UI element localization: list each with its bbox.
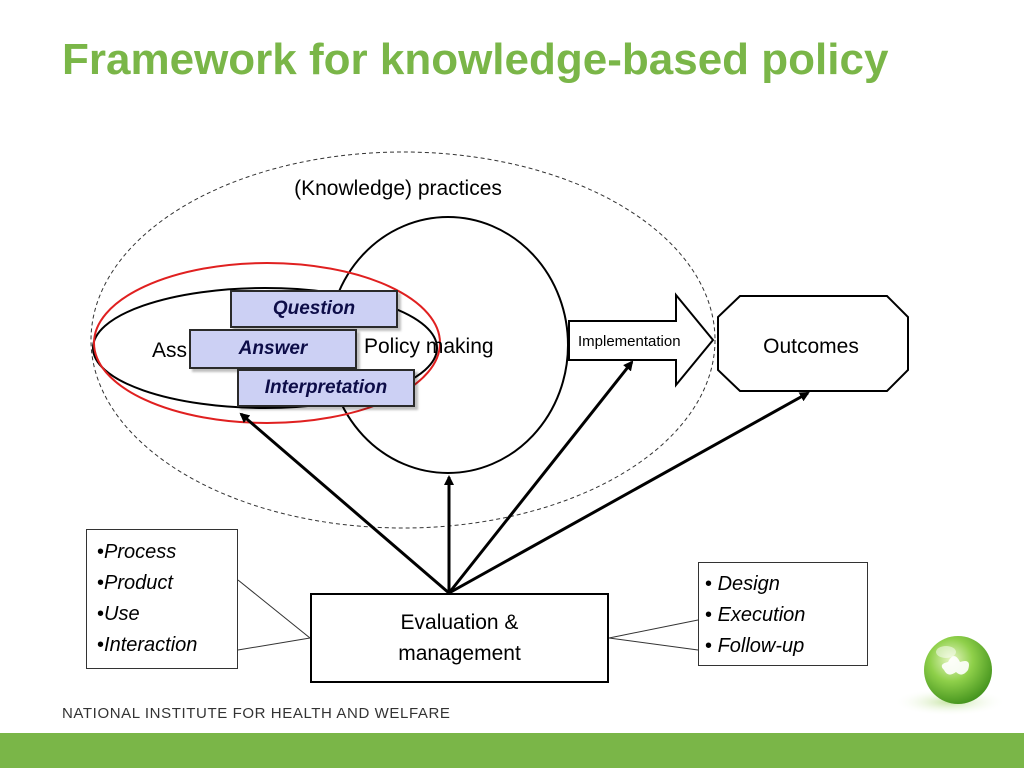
knowledge-practices-ellipse bbox=[90, 151, 716, 529]
arrow-to-outcomes bbox=[448, 391, 810, 595]
right-list-connector-lower bbox=[608, 637, 699, 651]
right-list-connector bbox=[608, 619, 699, 639]
left-list-connector bbox=[237, 579, 311, 639]
list-item: • Design bbox=[705, 573, 780, 595]
evaluation-aspects-list: •Process •Product •Use •Interaction bbox=[86, 529, 238, 669]
policy-making-label: Policy making bbox=[364, 335, 494, 358]
assessment-label: Ass bbox=[152, 339, 187, 362]
implementation-label: Implementation bbox=[578, 333, 681, 350]
evaluation-line-1: Evaluation & bbox=[400, 611, 519, 634]
institute-name: NATIONAL INSTITUTE FOR HEALTH AND WELFAR… bbox=[62, 705, 451, 722]
list-item: •Product bbox=[97, 572, 173, 594]
evaluation-management-box: Evaluation & management bbox=[310, 593, 609, 683]
interpretation-box: Interpretation bbox=[237, 369, 415, 407]
arrow-to-implementation bbox=[447, 360, 634, 594]
list-item: •Interaction bbox=[97, 634, 198, 656]
evaluation-phases-list: • Design • Execution • Follow-up bbox=[698, 562, 868, 666]
answer-box: Answer bbox=[189, 329, 357, 369]
list-item: •Use bbox=[97, 603, 140, 625]
evaluation-line-2: management bbox=[398, 642, 521, 665]
slide-title: Framework for knowledge-based policy bbox=[62, 35, 889, 84]
list-item: •Process bbox=[97, 541, 177, 563]
question-label: Question bbox=[272, 298, 356, 319]
footer-bar bbox=[0, 733, 1024, 768]
answer-label: Answer bbox=[238, 338, 308, 359]
red-highlight-ellipse bbox=[93, 262, 441, 424]
outcomes-octagon bbox=[717, 295, 909, 392]
list-item: • Follow-up bbox=[705, 635, 805, 657]
left-list-connector-lower bbox=[237, 637, 311, 651]
interpretation-label: Interpretation bbox=[264, 377, 388, 398]
outcomes-label: Outcomes bbox=[763, 335, 859, 358]
list-item: • Execution bbox=[705, 604, 806, 626]
knowledge-practices-label: (Knowledge) practices bbox=[294, 177, 502, 200]
implementation-arrow bbox=[568, 292, 715, 388]
arrow-to-assessment bbox=[239, 412, 450, 595]
question-box: Question bbox=[230, 290, 398, 328]
